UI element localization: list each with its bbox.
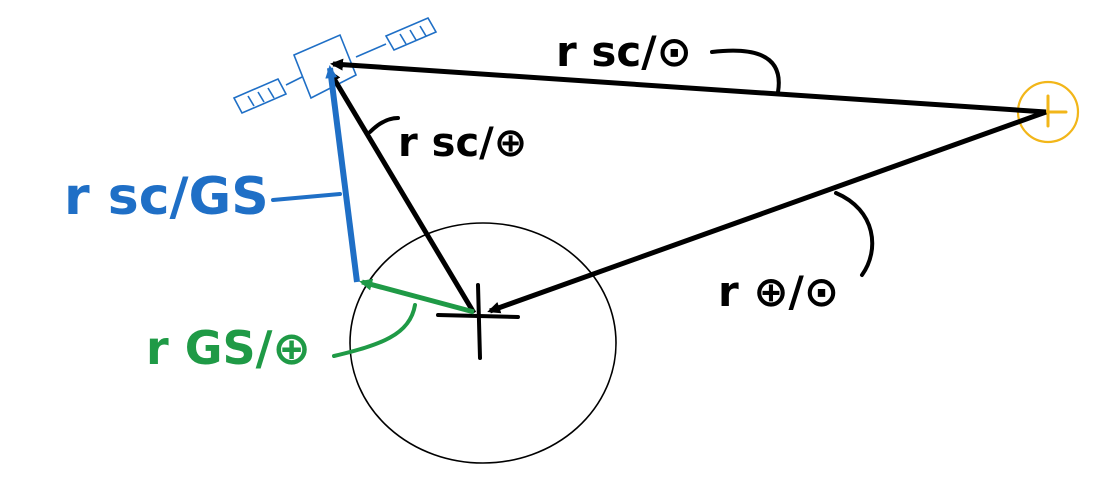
leader-r-gs-earth	[332, 303, 417, 358]
label-r-sc-earth: r sc/⊕	[398, 120, 527, 166]
satellite-icon	[232, 16, 438, 115]
label-r-gs-earth: r GS/⊕	[146, 321, 311, 375]
vector-r-gs-earth	[359, 278, 475, 315]
label-r-earth-sun: r ⊕/⊙	[718, 267, 839, 316]
earth-icon	[349, 222, 617, 464]
leader-r-sc-sun	[710, 48, 781, 94]
earth-circle	[349, 222, 617, 464]
svg-text:r ⊕/⊙: r ⊕/⊙	[718, 267, 839, 316]
vector-r-earth-sun	[487, 109, 1047, 314]
earth-center-cross-v	[476, 283, 482, 360]
vector-r-sc-sun	[330, 58, 1047, 115]
leader-r-earth-sun	[834, 191, 875, 277]
vector-r-sc-gs	[325, 65, 360, 283]
vector-r-sc-earth	[327, 69, 477, 315]
label-r-sc-sun: r sc/⊙	[556, 27, 692, 76]
svg-text:r sc/⊙: r sc/⊙	[556, 27, 692, 76]
leader-r-sc-earth	[368, 116, 400, 134]
svg-text:r sc/⊕: r sc/⊕	[398, 120, 527, 166]
svg-text:r GS/⊕: r GS/⊕	[146, 321, 311, 375]
leader-r-sc-gs	[271, 192, 342, 202]
svg-text:r sc/GS: r sc/GS	[64, 167, 269, 227]
label-r-sc-gs: r sc/GS	[64, 167, 269, 227]
